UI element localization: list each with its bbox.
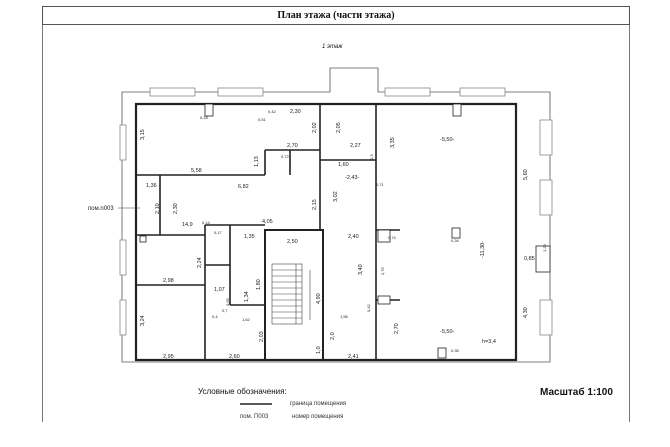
dim: 0,51: [258, 117, 267, 122]
dim: 2,02: [312, 122, 318, 133]
dim: 0,74: [388, 235, 397, 240]
dim: 2,60: [229, 354, 240, 360]
dim: 0,4: [212, 314, 218, 319]
dim: -5,50-: [440, 329, 455, 335]
dim: 6,82: [238, 184, 249, 190]
dim: 3,15: [140, 129, 146, 140]
dim: 2,30: [290, 109, 301, 115]
dim: -2,43-: [345, 175, 360, 181]
dim: 1,60: [338, 162, 349, 168]
dim: 1,35: [244, 234, 255, 240]
dim: 1,56: [340, 314, 349, 319]
dim: -5,50-: [440, 137, 455, 143]
dim: 3,02: [333, 191, 339, 202]
dim: 0,7: [222, 308, 228, 313]
dim: 2,10: [155, 203, 161, 214]
dim: 2,30: [173, 203, 179, 214]
dim: 0,42: [268, 109, 277, 114]
dim: 0,55: [225, 297, 230, 306]
window-marks: [119, 87, 553, 336]
scale-label: Масштаб 1:100: [540, 387, 613, 398]
legend-room-text: номер помещения: [292, 414, 344, 420]
stair-block: [264, 229, 324, 361]
internal-walls: [136, 104, 400, 360]
main-wall: [134, 102, 518, 362]
dim: 0,71: [376, 182, 385, 187]
dim: 2,03: [259, 331, 265, 342]
room-number-label: пом.n003: [88, 206, 114, 212]
dim: 1,62: [242, 317, 251, 322]
dim: 2,50: [287, 239, 298, 245]
legend-item-room-number: пом. П003 номер помещения: [240, 414, 343, 420]
outer-outline: [121, 67, 551, 363]
dim: h=3,4: [482, 339, 496, 345]
dim: 5,58: [191, 168, 202, 174]
dim: 2,75: [380, 266, 385, 275]
dim: 4,90: [316, 293, 322, 304]
stair-steps: [271, 263, 311, 325]
dim: 1,34: [244, 291, 250, 302]
dim: 3,24: [140, 315, 146, 326]
floor-label: 1 этаж: [322, 44, 343, 50]
dim: 2,15: [312, 199, 318, 210]
dim: 5,60: [523, 169, 529, 180]
dim: 1,13: [254, 156, 260, 167]
dim: 2,40: [348, 234, 359, 240]
dim: 2,05: [336, 122, 342, 133]
dim: 2,41: [348, 354, 359, 360]
legend-title: Условные обозначения:: [198, 387, 287, 396]
dim: 1,20: [542, 243, 547, 252]
dim: 1,07: [214, 287, 225, 293]
sheet-frame: [42, 25, 630, 422]
dim: 0,85: [524, 256, 535, 262]
dim: 14,9: [182, 222, 193, 228]
dim: 2,70: [287, 143, 298, 149]
dim: 0,35: [451, 348, 460, 353]
dim: 3,40: [358, 264, 364, 275]
columns: [139, 103, 551, 359]
legend-border-text: граница помещения: [290, 401, 347, 407]
dim: 2,95: [163, 354, 174, 360]
dim: 0,42: [366, 303, 371, 312]
dim: 3,35: [390, 137, 396, 148]
dim: 4,30: [523, 307, 529, 318]
dimension-labels: 2,30 0,42 0,51 0,18 3,15 2,02 2,05 3,35 …: [140, 109, 547, 360]
dim: 2,98: [163, 278, 174, 284]
plan-title: План этажа (части этажа): [42, 6, 630, 25]
dim: -11,30-: [480, 241, 486, 258]
legend-item-border: граница помещения: [290, 401, 346, 407]
dim: 4,05: [262, 219, 273, 225]
legend-room-symbol: пом. П003: [240, 414, 269, 420]
dim: 0,14: [202, 220, 211, 225]
dim: 0,18: [200, 115, 209, 120]
dim: 1,80: [256, 279, 262, 290]
dim: 2,24: [197, 257, 203, 268]
dim: 0,17: [214, 230, 223, 235]
dim: 1,0: [316, 346, 322, 354]
dim: 2,70: [394, 323, 400, 334]
dim: 2,27: [350, 143, 361, 149]
dim: 0,72: [281, 154, 290, 159]
dim: 1,36: [146, 183, 157, 189]
dim: 2,0: [330, 332, 336, 340]
dim: 0,3: [369, 154, 374, 160]
dim: 0,34: [451, 238, 460, 243]
